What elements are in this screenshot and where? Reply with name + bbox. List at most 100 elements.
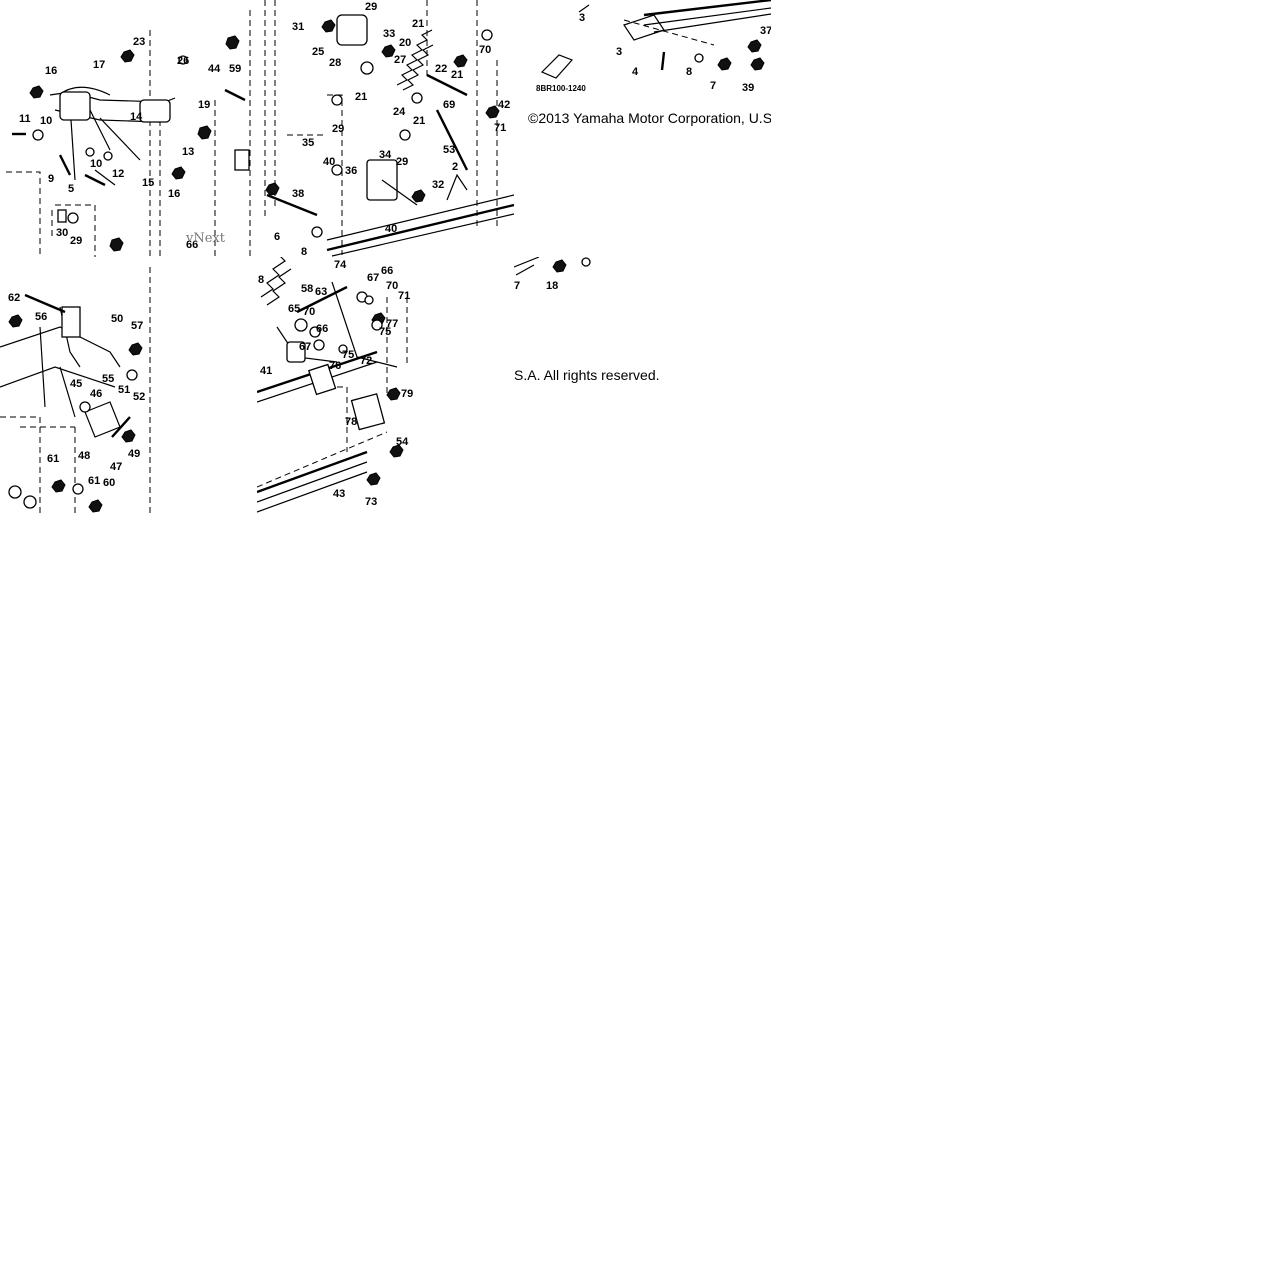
callout: 47 <box>110 461 122 473</box>
callout: 26 <box>177 55 189 67</box>
callout: 7 <box>710 80 716 92</box>
coil-spring-icon <box>260 257 292 306</box>
washer-icon <box>311 29 493 238</box>
callout: 72 <box>360 355 372 367</box>
callout: 20 <box>399 37 411 49</box>
callout: 45 <box>70 378 82 390</box>
callout: 51 <box>118 384 130 396</box>
callout: 21 <box>451 69 463 81</box>
diagram-tile-rail-end: 3 37 3 4 8 7 39 8BR100-1240 ©2013 Yamaha… <box>514 0 771 257</box>
callout: 40 <box>385 223 397 235</box>
callout: 24 <box>393 106 406 118</box>
callout: 66 <box>186 239 198 251</box>
bolt-icon <box>12 132 106 223</box>
callout: 65 <box>288 303 300 315</box>
callout: 55 <box>102 373 114 385</box>
callout: 35 <box>302 137 314 149</box>
callout: 11 <box>19 113 31 125</box>
hex-nut-icon <box>717 39 765 71</box>
callout: 29 <box>70 235 82 247</box>
callout: 61 <box>47 453 59 465</box>
watermark-text: vNext <box>185 231 226 246</box>
callout: 14 <box>130 111 143 123</box>
callout: 42 <box>498 99 510 111</box>
callout: 69 <box>443 99 455 111</box>
callout: 75 <box>342 349 354 361</box>
callout: 53 <box>443 144 455 156</box>
callout: 75 <box>379 326 391 338</box>
callout: 3 <box>579 12 585 24</box>
callout: 34 <box>379 149 392 161</box>
diagram-tile-front-arm: 23 26 16 17 44 59 19 11 10 14 13 15 16 9… <box>0 0 257 257</box>
diagram-tile-rail-tail: 7 18 S.A. All rights reserved. <box>514 257 771 514</box>
callout: 9 <box>48 173 54 185</box>
washer-icon <box>694 53 704 63</box>
callout: 39 <box>742 82 754 94</box>
copyright-text-line-2: S.A. All rights reserved. <box>514 367 660 383</box>
callout: 62 <box>8 292 20 304</box>
callout: 71 <box>494 122 506 134</box>
callout: 60 <box>103 477 115 489</box>
callout: 67 <box>367 272 379 284</box>
washer-icon <box>32 55 188 224</box>
diagram-tile-rear-arm: 62 56 50 57 55 45 51 52 46 48 49 47 61 6… <box>0 257 257 514</box>
callout: 77 <box>386 318 398 330</box>
callout: 71 <box>398 290 410 302</box>
callout: 49 <box>128 448 140 460</box>
callout: 25 <box>312 46 324 58</box>
callout: 76 <box>329 360 341 372</box>
callout: 8 <box>258 274 264 286</box>
callout: 16 <box>168 188 180 200</box>
callout: 54 <box>396 436 409 448</box>
bolt-icon <box>660 51 666 71</box>
washer-icon <box>8 369 138 509</box>
callout: 32 <box>432 179 444 191</box>
callout: 33 <box>383 28 395 40</box>
callout: 79 <box>401 388 413 400</box>
callout: 2 <box>452 161 458 173</box>
callout: 21 <box>413 115 425 127</box>
callout: 70 <box>386 280 398 292</box>
callout: 15 <box>142 177 154 189</box>
callout: 22 <box>435 63 447 75</box>
callout: 41 <box>260 365 272 377</box>
callout: 23 <box>133 36 145 48</box>
callout: 38 <box>292 188 304 200</box>
callout: 6 <box>274 231 280 243</box>
callout: 66 <box>381 265 393 277</box>
callout: 56 <box>35 311 47 323</box>
callout: 74 <box>334 259 347 271</box>
callout: 29 <box>396 156 408 168</box>
callout: 18 <box>546 280 558 292</box>
callout: 43 <box>333 488 345 500</box>
callout: 37 <box>760 25 771 37</box>
callout: 44 <box>208 63 221 75</box>
rear-arm-drawing: 62 56 50 57 55 45 51 52 46 48 49 47 61 6… <box>0 267 151 514</box>
callout: 57 <box>131 320 143 332</box>
callout: 10 <box>90 158 102 170</box>
callout: 78 <box>345 416 357 428</box>
callout: 29 <box>332 123 344 135</box>
callout: 63 <box>315 286 327 298</box>
callout: 30 <box>56 227 68 239</box>
callout: 13 <box>182 146 194 158</box>
callout: 73 <box>365 496 377 508</box>
callout: 70 <box>303 306 315 318</box>
hex-nut-icon <box>552 259 567 273</box>
callout: 28 <box>329 57 341 69</box>
diagram-tile-shock-absorber: 29 31 33 25 20 27 28 21 22 21 69 21 29 2… <box>257 0 514 257</box>
callout: 16 <box>45 65 57 77</box>
rail-tail-drawing: 7 18 <box>514 257 591 292</box>
rail-end-drawing: 3 37 3 4 8 7 39 8BR100-1240 <box>536 0 771 94</box>
callout: 58 <box>301 283 313 295</box>
callout: 52 <box>133 391 145 403</box>
front-suspension-arm-drawing: 23 26 16 17 44 59 19 11 10 14 13 15 16 9… <box>6 10 251 257</box>
callout: 12 <box>112 168 124 180</box>
diagram-code: 8BR100-1240 <box>536 84 586 93</box>
callout: 8 <box>686 66 692 78</box>
callout: 3 <box>616 46 622 58</box>
washer-icon <box>294 291 383 354</box>
callout: 66 <box>316 323 328 335</box>
callout: 29 <box>365 1 377 13</box>
callout: 36 <box>345 165 357 177</box>
